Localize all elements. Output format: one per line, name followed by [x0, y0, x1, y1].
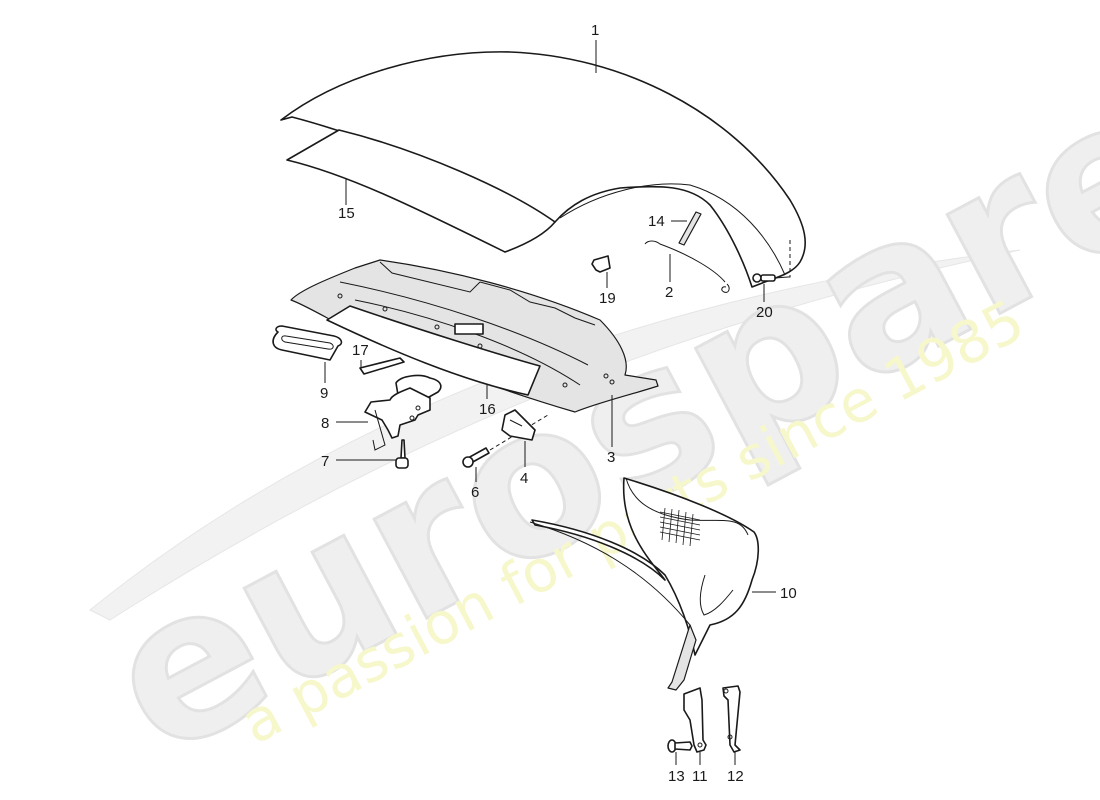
label-3[interactable]: 3	[607, 449, 615, 466]
label-12[interactable]: 12	[727, 768, 744, 785]
label-10[interactable]: 10	[780, 585, 797, 602]
label-11[interactable]: 11	[692, 768, 708, 785]
part-8-lock[interactable]	[364, 374, 442, 451]
label-19[interactable]: 19	[599, 290, 616, 307]
watermark-swoosh	[89, 249, 1021, 621]
dash-6	[489, 414, 549, 451]
mesh-pattern	[659, 507, 701, 547]
part-12-bracket[interactable]	[722, 685, 741, 753]
part-15-insulation-mat[interactable]	[286, 129, 556, 253]
part-9-trim-bezel[interactable]	[272, 325, 343, 361]
part-20-ball-stud[interactable]	[752, 273, 789, 283]
label-16[interactable]: 16	[479, 401, 496, 418]
label-1[interactable]: 1	[591, 22, 599, 39]
part-6-bolt[interactable]	[462, 447, 490, 468]
label-9[interactable]: 9	[320, 385, 328, 402]
part-13-clip[interactable]	[667, 739, 693, 753]
label-20[interactable]: 20	[756, 304, 773, 321]
label-7[interactable]: 7	[321, 453, 329, 470]
part-10-headliner[interactable]	[529, 477, 760, 691]
label-14[interactable]: 14	[648, 213, 665, 230]
label-6[interactable]: 6	[471, 484, 479, 501]
label-8[interactable]: 8	[321, 415, 329, 432]
part-4-bracket[interactable]	[501, 409, 536, 441]
label-15[interactable]: 15	[338, 205, 355, 222]
part-11-bracket[interactable]	[683, 687, 707, 753]
label-2[interactable]: 2	[665, 284, 673, 301]
label-13[interactable]: 13	[668, 768, 685, 785]
dash-20	[788, 238, 791, 278]
part-2-cable[interactable]	[644, 240, 730, 293]
label-4[interactable]: 4	[520, 470, 528, 487]
part-16-insulation-mat[interactable]	[326, 305, 541, 396]
label-17[interactable]: 17	[352, 342, 369, 359]
part-19-clip[interactable]	[591, 255, 611, 273]
part-17-strip[interactable]	[359, 357, 405, 375]
part-7-screw[interactable]	[395, 439, 409, 469]
part-14-seal-strip[interactable]	[678, 211, 702, 246]
part-3-rear-frame[interactable]	[290, 259, 659, 413]
